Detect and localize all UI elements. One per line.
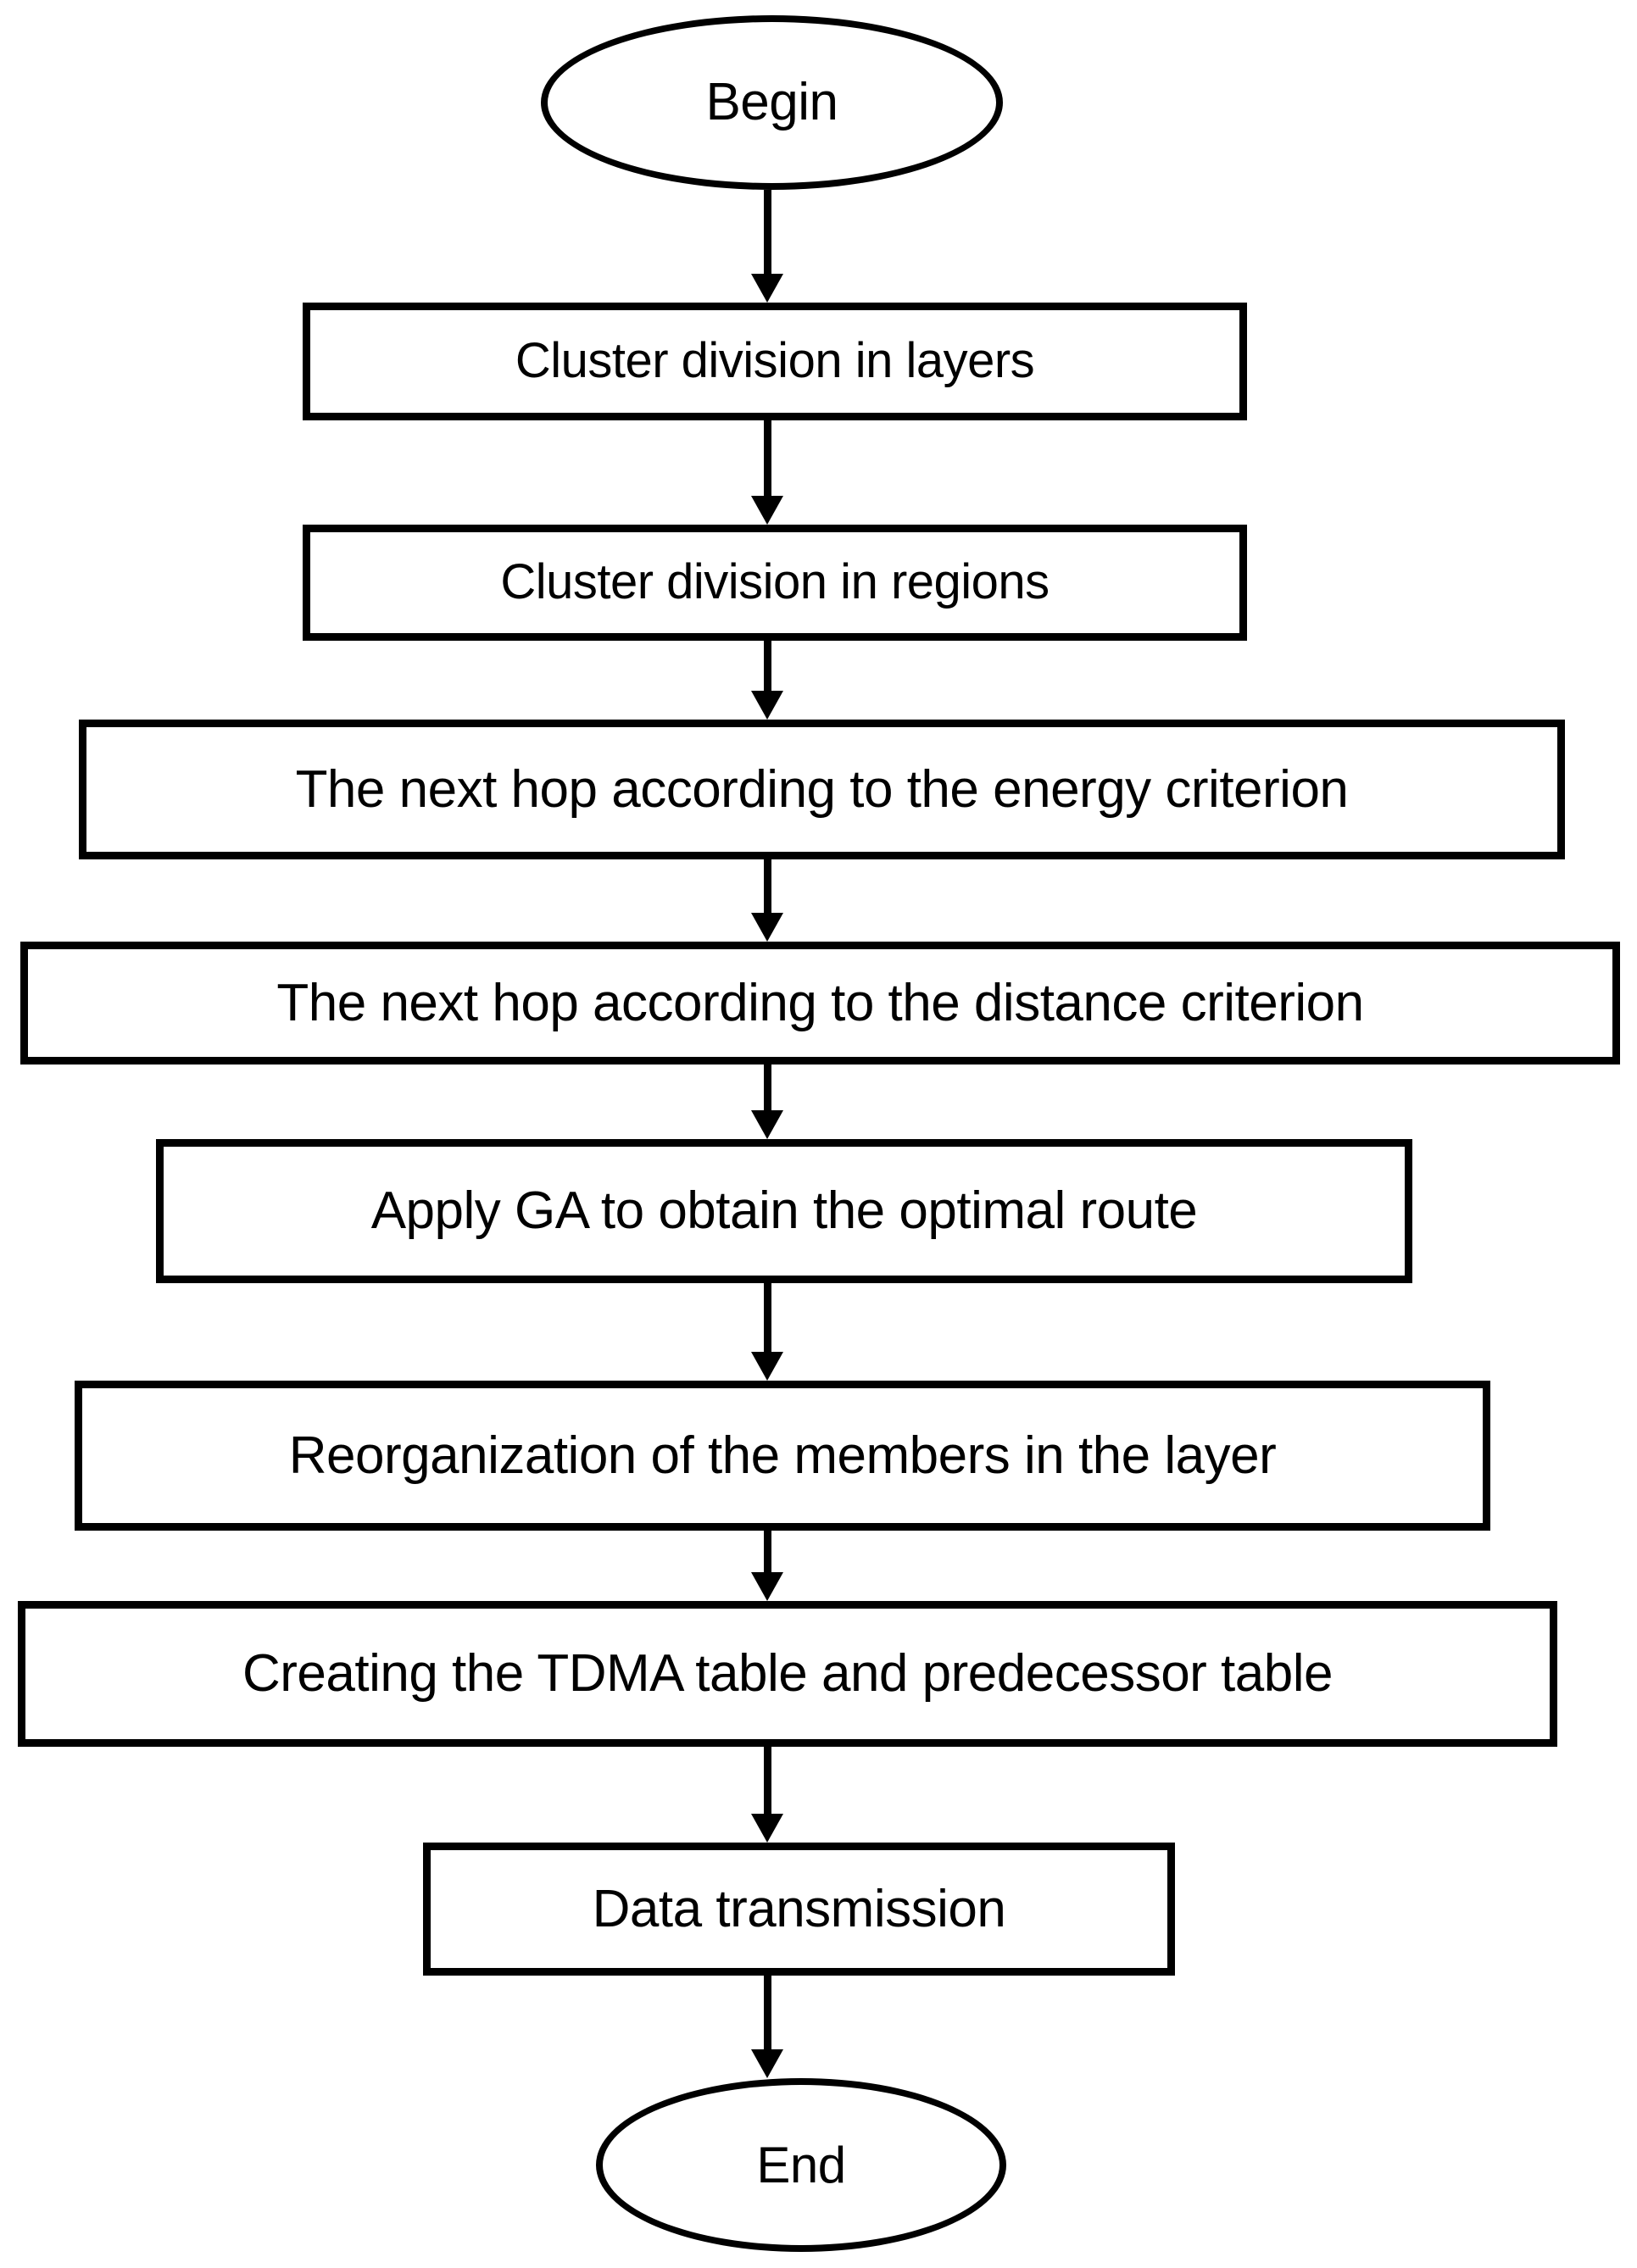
node-label: Data transmission	[592, 1879, 1006, 1938]
arrowhead-icon	[751, 274, 783, 303]
node-label: Apply GA to obtain the optimal route	[370, 1181, 1198, 1241]
arrowhead-icon	[751, 2049, 783, 2078]
connector-line	[763, 420, 771, 499]
arrowhead-icon	[751, 1352, 783, 1381]
flowchart-node-begin: Begin	[541, 15, 1003, 190]
connector-arrow	[751, 1283, 783, 1381]
connector-arrow	[751, 1747, 783, 1843]
node-label: Cluster division in layers	[515, 333, 1035, 389]
flowchart-node-end: End	[596, 2078, 1006, 2252]
flowchart-node-next-hop-distance: The next hop according to the distance c…	[20, 942, 1620, 1065]
node-label: End	[756, 2137, 846, 2193]
flowchart-node-cluster-division-layers: Cluster division in layers	[303, 303, 1247, 420]
arrowhead-icon	[751, 496, 783, 525]
flowchart-node-next-hop-energy: The next hop according to the energy cri…	[79, 720, 1565, 859]
arrowhead-icon	[751, 913, 783, 942]
flowchart-node-apply-ga-optimal-route: Apply GA to obtain the optimal route	[156, 1139, 1412, 1283]
arrowhead-icon	[751, 691, 783, 720]
connector-line	[763, 1531, 771, 1576]
node-label: Cluster division in regions	[500, 554, 1050, 610]
connector-line	[763, 1976, 771, 2053]
node-label: The next hop according to the distance c…	[276, 973, 1364, 1032]
connector-line	[763, 1747, 771, 1817]
arrowhead-icon	[751, 1814, 783, 1843]
connector-arrow	[751, 420, 783, 525]
connector-arrow	[751, 1065, 783, 1139]
node-label: Creating the TDMA table and predecessor …	[242, 1644, 1334, 1704]
arrowhead-icon	[751, 1572, 783, 1601]
connector-line	[763, 1283, 771, 1355]
connector-line	[763, 190, 771, 277]
flowchart-node-data-transmission: Data transmission	[423, 1843, 1175, 1976]
node-label: Reorganization of the members in the lay…	[288, 1426, 1277, 1485]
connector-arrow	[751, 859, 783, 942]
connector-arrow	[751, 190, 783, 303]
connector-line	[763, 859, 771, 916]
node-label: The next hop according to the energy cri…	[295, 759, 1349, 819]
flowchart-node-cluster-division-regions: Cluster division in regions	[303, 525, 1247, 641]
connector-line	[763, 641, 771, 694]
node-label: Begin	[705, 73, 838, 132]
flowchart-node-creating-tdma-predecessor-table: Creating the TDMA table and predecessor …	[18, 1601, 1557, 1747]
flowchart-node-reorganization-members-layer: Reorganization of the members in the lay…	[75, 1381, 1490, 1531]
connector-arrow	[751, 641, 783, 720]
connector-arrow	[751, 1531, 783, 1601]
connector-line	[763, 1065, 771, 1114]
arrowhead-icon	[751, 1110, 783, 1139]
connector-arrow	[751, 1976, 783, 2078]
